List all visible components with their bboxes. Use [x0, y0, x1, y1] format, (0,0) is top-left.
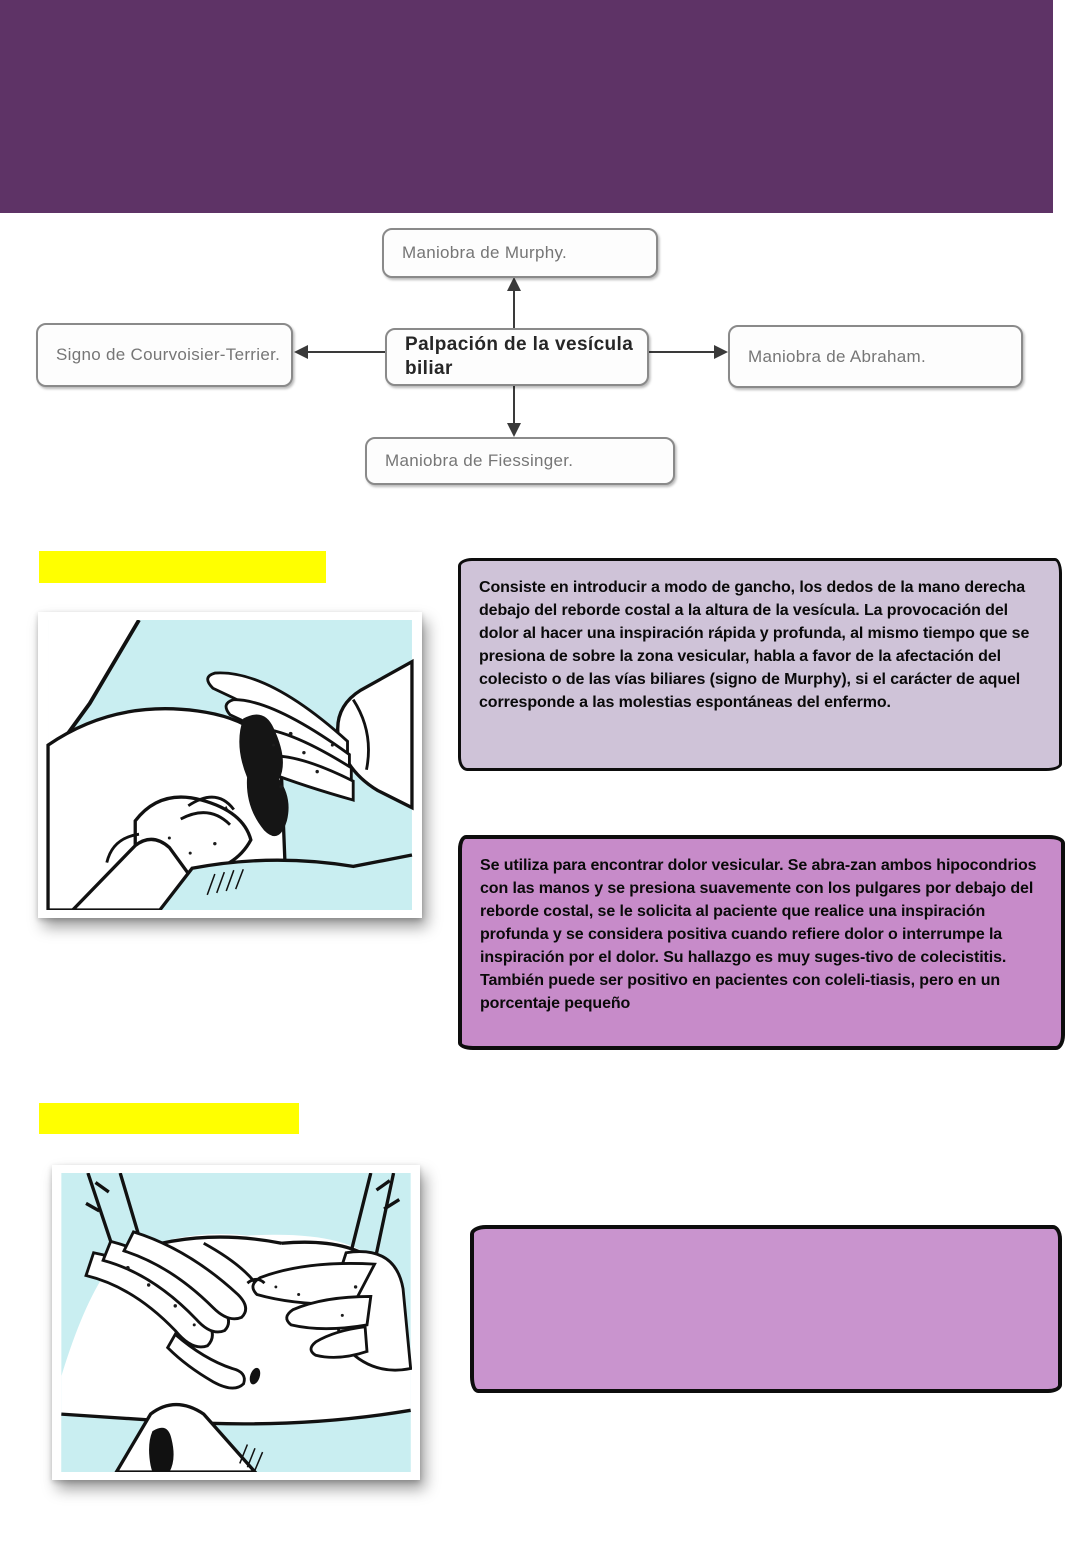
top-banner [0, 0, 1053, 213]
note-text-abraham: Se utiliza para encontrar dolor vesicula… [480, 857, 1037, 1012]
node-maniobra-abraham-label: Maniobra de Abraham. [748, 346, 926, 366]
murphy-maneuver-illustration [38, 612, 422, 918]
node-maniobra-murphy-label: Maniobra de Murphy. [402, 243, 568, 262]
note-box-empty [470, 1225, 1062, 1393]
yellow-highlight-bar-2 [39, 1103, 299, 1134]
node-palpacion-vesicula: Palpación de la vesícula biliar [385, 328, 649, 386]
node-maniobra-fiessinger: Maniobra de Fiessinger. [365, 437, 675, 485]
concept-map: Maniobra de Murphy. Signo de Courvoisier… [36, 225, 1031, 487]
arrow-down-icon [507, 423, 521, 437]
node-signo-courvoisier-label: Signo de Courvoisier-Terrier. [56, 344, 281, 364]
arrow-left-icon [294, 345, 308, 359]
node-signo-courvoisier: Signo de Courvoisier-Terrier. [36, 323, 293, 387]
node-maniobra-fiessinger-label: Maniobra de Fiessinger. [385, 451, 574, 470]
note-text-murphy: Consiste en introducir a modo de gancho,… [479, 579, 1030, 711]
node-maniobra-murphy: Maniobra de Murphy. [382, 228, 658, 278]
arrow-right-icon [714, 345, 728, 359]
arrow-up-icon [507, 277, 521, 291]
yellow-highlight-bar-1 [39, 551, 326, 583]
note-box-abraham: Se utiliza para encontrar dolor vesicula… [458, 835, 1065, 1050]
bimanual-pressure-drawing [61, 1173, 412, 1472]
node-palpacion-vesicula-label: Palpación de la vesícula biliar [405, 334, 634, 379]
concept-map-arrows [294, 277, 728, 437]
node-maniobra-abraham: Maniobra de Abraham. [728, 325, 1023, 388]
note-box-murphy: Consiste en introducir a modo de gancho,… [458, 558, 1062, 771]
bimanual-pressure-illustration [52, 1165, 420, 1480]
murphy-maneuver-drawing [46, 620, 414, 910]
